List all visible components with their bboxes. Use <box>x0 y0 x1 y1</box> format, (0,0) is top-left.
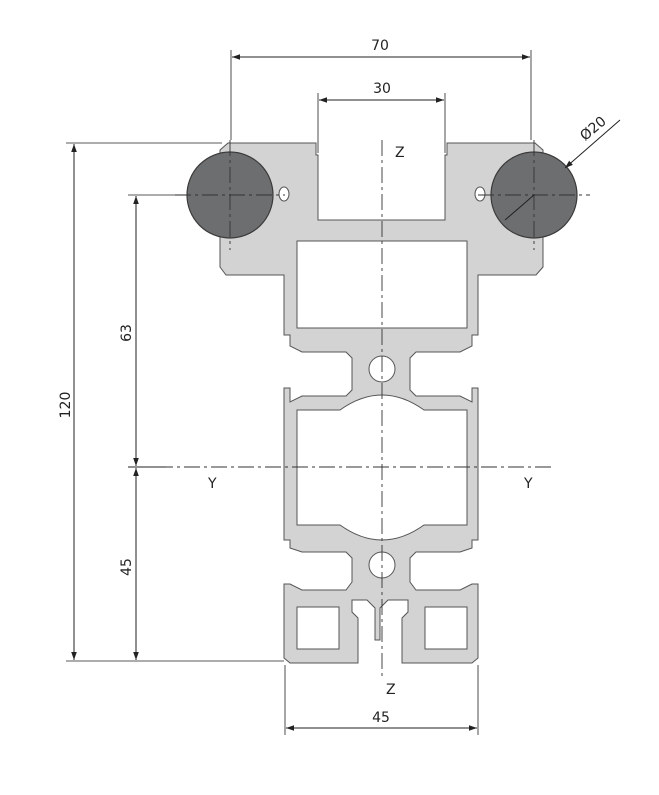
dimension-slot-width-label: 30 <box>373 81 391 97</box>
dimension-slot-width: 30 <box>317 81 446 153</box>
dimension-width-bottom: 45 <box>284 665 479 735</box>
dimension-rod-diameter-label: Ø20 <box>577 114 609 145</box>
dimension-width-top: 70 <box>230 38 532 140</box>
dimension-height-total: 120 <box>58 142 284 662</box>
axis-label-z-top: Z <box>395 145 405 161</box>
profile-cross-section <box>219 142 544 664</box>
bottom-left-chamber <box>296 606 340 650</box>
bottom-right-chamber <box>424 606 468 650</box>
dimension-width-bottom-label: 45 <box>372 710 390 726</box>
dimension-height-lower: 45 <box>119 468 139 660</box>
right-lube-hole <box>474 186 486 202</box>
dimension-width-top-label: 70 <box>371 38 389 54</box>
dimension-height-upper-label: 63 <box>119 324 135 342</box>
axis-label-y-left: Y <box>207 476 217 492</box>
left-lube-hole <box>278 186 290 202</box>
dimension-height-total-label: 120 <box>58 392 74 419</box>
axis-label-z-bottom: Z <box>386 682 396 698</box>
dimension-height-lower-label: 45 <box>119 558 135 576</box>
axis-label-y-right: Y <box>523 476 533 492</box>
dimension-height-upper: 63 <box>119 194 186 468</box>
